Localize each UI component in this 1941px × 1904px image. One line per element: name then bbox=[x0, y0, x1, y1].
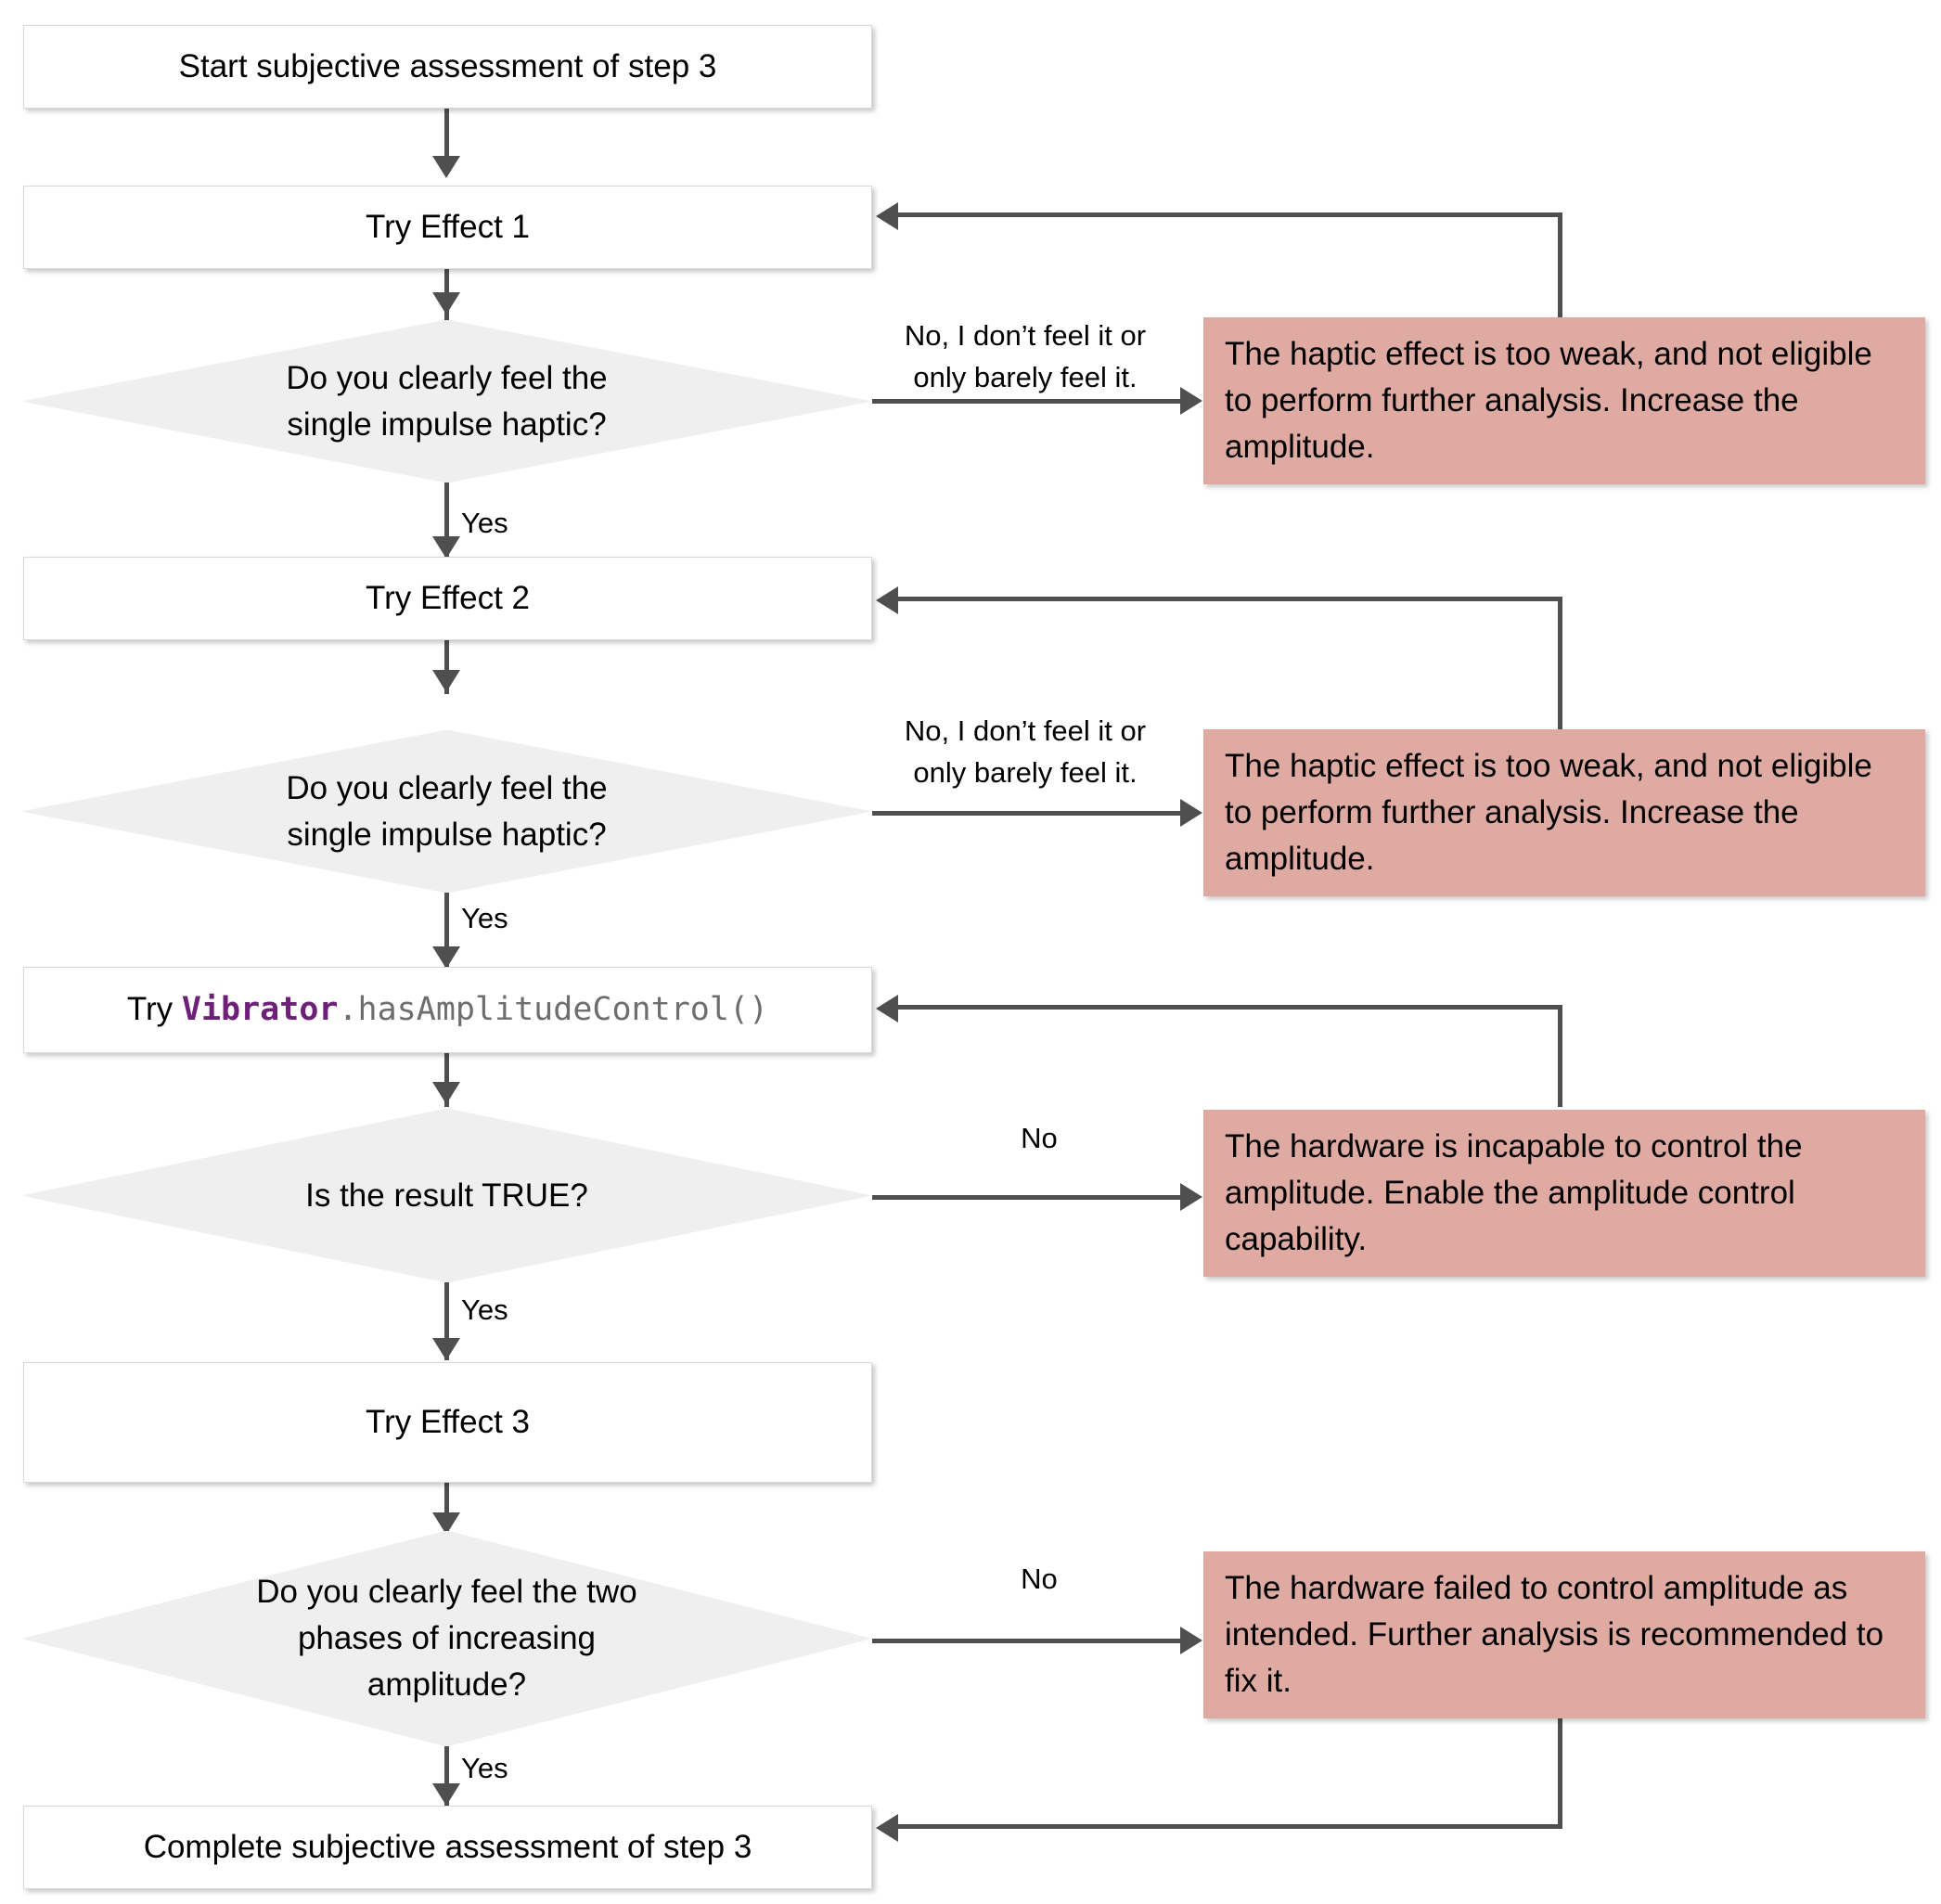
connector-note2-return-vertical bbox=[1558, 597, 1562, 731]
node-try-has-amplitude-control[interactable]: Try Vibrator.hasAmplitudeControl() bbox=[23, 967, 872, 1053]
edge-label-no-barely-1: No, I don’t feel it or only barely feel … bbox=[904, 319, 1147, 393]
node-note-4[interactable]: The hardware failed to control amplitude… bbox=[1203, 1551, 1925, 1718]
connector-note2-return-horizontal bbox=[898, 597, 1562, 601]
code-prefix: Try bbox=[126, 991, 182, 1028]
arrowhead-note3-return bbox=[876, 995, 898, 1023]
node-note-2[interactable]: The haptic effect is too weak, and not e… bbox=[1203, 729, 1925, 896]
node-note-4-label: The hardware failed to control amplitude… bbox=[1225, 1570, 1884, 1699]
node-decision-1-label: Do you clearly feel the single impulse h… bbox=[286, 359, 608, 443]
connector-start-to-effect1 bbox=[444, 109, 449, 162]
connector-note3-return-vertical bbox=[1558, 1005, 1562, 1107]
node-code-text: Try Vibrator.hasAmplitudeControl() bbox=[127, 986, 768, 1034]
node-try-effect-1-label: Try Effect 1 bbox=[366, 209, 530, 246]
node-try-effect-3[interactable]: Try Effect 3 bbox=[23, 1362, 872, 1483]
arrowhead-note4-to-complete bbox=[876, 1814, 898, 1842]
node-note-1[interactable]: The haptic effect is too weak, and not e… bbox=[1203, 317, 1925, 484]
node-start-label: Start subjective assessment of step 3 bbox=[178, 48, 717, 85]
connector-code-to-decision3 bbox=[444, 1053, 449, 1107]
node-try-effect-2-label: Try Effect 2 bbox=[366, 580, 530, 617]
arrowhead-effect2-to-decision2 bbox=[432, 670, 460, 692]
node-decision-2-label: Do you clearly feel the single impulse h… bbox=[286, 769, 608, 853]
diamond-shape-icon bbox=[23, 1109, 870, 1282]
arrowhead-decision3-to-note3 bbox=[1180, 1183, 1202, 1211]
node-note-3[interactable]: The hardware is incapable to control the… bbox=[1203, 1110, 1925, 1277]
node-decision-2[interactable]: Do you clearly feel the single impulse h… bbox=[23, 730, 870, 893]
connector-decision3-to-note3 bbox=[872, 1195, 1186, 1200]
connector-note4-to-complete-vertical bbox=[1558, 1717, 1562, 1829]
diamond-shape-icon bbox=[23, 320, 870, 482]
connector-effect3-to-decision4 bbox=[444, 1483, 449, 1537]
node-try-effect-1[interactable]: Try Effect 1 bbox=[23, 186, 872, 269]
node-try-effect-3-label: Try Effect 3 bbox=[366, 1404, 530, 1441]
arrowhead-note2-return bbox=[876, 586, 898, 614]
arrowhead-decision3-to-effect3 bbox=[432, 1338, 460, 1360]
node-decision-1[interactable]: Do you clearly feel the single impulse h… bbox=[23, 320, 870, 482]
edge-label-yes-1: Yes bbox=[461, 507, 508, 539]
arrowhead-decision1-to-note1 bbox=[1180, 387, 1202, 415]
edge-label-no-3: No bbox=[1021, 1122, 1058, 1154]
connector-decision2-to-code bbox=[444, 893, 449, 967]
edge-label-yes-2: Yes bbox=[461, 902, 508, 934]
node-note-3-label: The hardware is incapable to control the… bbox=[1225, 1128, 1803, 1257]
connector-decision2-to-note2 bbox=[872, 811, 1186, 816]
arrowhead-start-to-effect1 bbox=[432, 156, 460, 178]
arrowhead-decision1-to-effect2 bbox=[432, 536, 460, 559]
connector-effect2-to-decision2 bbox=[444, 640, 449, 694]
code-keyword: Vibrator bbox=[181, 991, 339, 1029]
arrowhead-effect1-to-decision1 bbox=[432, 292, 460, 315]
edge-label-no-barely-2: No, I don’t feel it or only barely feel … bbox=[904, 714, 1147, 789]
node-decision-4[interactable]: Do you clearly feel the two phases of in… bbox=[23, 1531, 870, 1746]
connector-decision4-to-complete bbox=[444, 1741, 449, 1806]
connector-note3-return-horizontal bbox=[898, 1005, 1562, 1010]
connector-decision1-to-effect2 bbox=[444, 482, 449, 557]
arrowhead-decision4-to-complete bbox=[432, 1783, 460, 1806]
edge-label-yes-4: Yes bbox=[461, 1752, 508, 1784]
node-try-effect-2[interactable]: Try Effect 2 bbox=[23, 557, 872, 640]
connector-decision4-to-note4 bbox=[872, 1639, 1186, 1643]
arrowhead-decision2-to-note2 bbox=[1180, 799, 1202, 827]
diamond-shape-icon bbox=[23, 1531, 870, 1746]
connector-decision1-to-note1 bbox=[872, 399, 1186, 404]
connector-decision3-to-effect3 bbox=[444, 1282, 449, 1360]
node-complete[interactable]: Complete subjective assessment of step 3 bbox=[23, 1806, 872, 1889]
node-complete-label: Complete subjective assessment of step 3 bbox=[143, 1829, 752, 1866]
connector-note4-to-complete-horizontal bbox=[898, 1824, 1562, 1829]
node-decision-3[interactable]: Is the result TRUE? bbox=[23, 1109, 870, 1282]
node-decision-3-label: Is the result TRUE? bbox=[305, 1177, 588, 1214]
node-note-1-label: The haptic effect is too weak, and not e… bbox=[1225, 336, 1872, 465]
code-method: .hasAmplitudeControl() bbox=[338, 991, 769, 1029]
diamond-shape-icon bbox=[23, 730, 870, 893]
edge-label-no-4: No bbox=[1021, 1563, 1058, 1595]
arrowhead-decision2-to-code bbox=[432, 946, 460, 969]
node-start[interactable]: Start subjective assessment of step 3 bbox=[23, 25, 872, 109]
arrowhead-code-to-decision3 bbox=[432, 1082, 460, 1104]
connector-note1-return-vertical bbox=[1558, 212, 1562, 319]
node-decision-4-label: Do you clearly feel the two phases of in… bbox=[256, 1574, 637, 1703]
connector-note1-return-horizontal bbox=[898, 212, 1562, 217]
arrowhead-decision4-to-note4 bbox=[1180, 1627, 1202, 1654]
arrowhead-note1-return bbox=[876, 202, 898, 230]
node-note-2-label: The haptic effect is too weak, and not e… bbox=[1225, 748, 1872, 877]
edge-label-yes-3: Yes bbox=[461, 1293, 508, 1326]
